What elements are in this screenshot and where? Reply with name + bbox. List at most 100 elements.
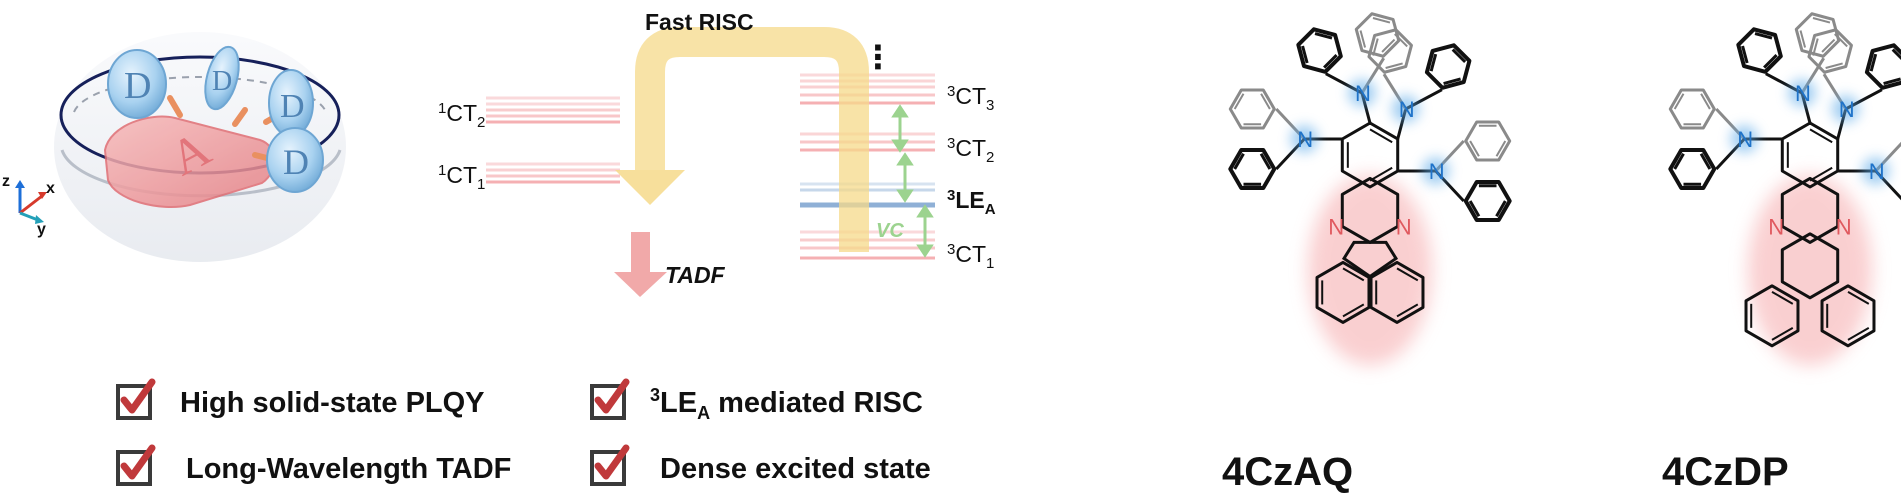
acceptor-nitrogen-label: N [1396, 214, 1412, 239]
carbazole-ring [1794, 12, 1841, 58]
phenanthrene-ring [1780, 232, 1840, 300]
double-bond [1834, 33, 1848, 48]
nitrogen-glow [1730, 125, 1759, 153]
double-bond [1847, 326, 1870, 341]
label-3ct2: 3CT2 [947, 135, 994, 166]
axis-x-label: x [46, 180, 55, 197]
carbazole-ring [1864, 43, 1901, 90]
molecule-name-4czaq: 4CzAQ [1222, 450, 1353, 494]
double-bond [1429, 53, 1438, 72]
check-item-tadf: Long-Wavelength TADF [186, 453, 511, 485]
checkbox-checked-icon [590, 378, 630, 420]
axis-y-label: y [37, 221, 46, 238]
carbazole-ring [1807, 28, 1853, 74]
double-bond [1314, 32, 1333, 40]
tadf-arrowhead [614, 272, 667, 297]
donor-nitrogen-label: N [1737, 127, 1753, 152]
donor-nitrogen-label: N [1795, 81, 1811, 106]
nitrogen-glow [1290, 125, 1319, 153]
five-membered-ring [1341, 240, 1399, 279]
donor-disc-icon: D [107, 49, 167, 119]
donor-disc-icon: D [204, 45, 240, 111]
double-bond [1673, 153, 1685, 170]
label-3ct1: 3CT1 [947, 241, 994, 272]
donor-label-2: D [212, 66, 232, 97]
double-bond [1812, 17, 1831, 24]
donor-nitrogen-label: N [1399, 97, 1415, 122]
nitrogen-glow [1391, 95, 1420, 123]
donor-disc-icon: D [268, 69, 314, 137]
naphthalene-ring [1315, 260, 1371, 324]
double-bond [1369, 128, 1393, 144]
acceptor-nitrogen-label: N [1328, 214, 1344, 239]
double-bond [1381, 38, 1396, 53]
double-bond [1468, 200, 1481, 217]
double-bond [1809, 128, 1833, 144]
carbazole-ring [1354, 12, 1401, 58]
carbazole-ring [1736, 27, 1783, 74]
axes-icon: z x y [2, 173, 55, 238]
nitrogen-glow [1421, 157, 1450, 185]
double-bond [1812, 38, 1819, 56]
check-item-dense: Dense excited state [660, 453, 931, 485]
donor-disc-icon: D [266, 127, 324, 193]
fast-risc-label: Fast RISC [645, 9, 754, 35]
nitrogen-glow [1348, 79, 1376, 107]
donor-nitrogen-label: N [1869, 159, 1885, 184]
label-3ct3: 3CT3 [947, 83, 994, 114]
double-bond [1396, 303, 1419, 318]
checkbox-checked-icon [590, 444, 630, 486]
double-bond [1673, 93, 1685, 110]
double-bond [1700, 93, 1711, 110]
donor-nitrogen-label: N [1429, 159, 1445, 184]
double-bond [1443, 77, 1461, 85]
donor-nitrogen-label: N [1355, 81, 1371, 106]
double-bond [1323, 54, 1338, 69]
check-item-plqy: High solid-state PLQY [180, 387, 485, 419]
acceptor-nitrogen-label: N [1836, 214, 1852, 239]
nitrogen-glow [1861, 157, 1890, 185]
dish-illustration: A D D D D [54, 32, 346, 262]
double-bond [1372, 17, 1391, 24]
fast-risc-arrowhead [615, 170, 685, 205]
tadf-arrow-shaft [631, 232, 650, 272]
nitrogen-glow [1831, 95, 1860, 123]
double-bond [1754, 32, 1773, 40]
double-bond [1699, 153, 1712, 170]
check-item-risc: 3LEA mediated RISC [650, 385, 923, 423]
double-bond [1771, 326, 1794, 341]
double-bond [1821, 38, 1836, 53]
carbazole-ring [1463, 179, 1512, 223]
label-1ct2: 1CT2 [438, 100, 485, 131]
phenanthrene-ring [1820, 284, 1876, 348]
double-bond [1799, 30, 1807, 48]
donor-label-1: D [124, 65, 151, 107]
level-stack-1ct2 [486, 96, 620, 124]
nitrogen-glow [1788, 79, 1816, 107]
double-bond [1369, 166, 1393, 182]
double-bond [1495, 140, 1507, 157]
double-bond [1301, 45, 1309, 64]
label-1ct1: 1CT1 [438, 162, 485, 193]
feature-checklist: High solid-state PLQY 3LEA mediated RISC… [116, 378, 931, 486]
donor-nitrogen-label: N [1297, 127, 1313, 152]
double-bond [1396, 267, 1419, 282]
double-bond [1451, 48, 1467, 64]
double-bond [1741, 45, 1749, 64]
vc-label: VC [876, 220, 904, 242]
mixing-arrows [891, 104, 934, 258]
axis-z-label: z [2, 173, 10, 190]
tadf-label: TADF [665, 262, 726, 288]
double-bond [1847, 290, 1870, 305]
double-bond [1260, 93, 1271, 110]
donor-label-3: D [280, 88, 305, 125]
carbazole-ring [1464, 120, 1512, 162]
carbazole-ring [1228, 147, 1277, 191]
double-bond [1883, 77, 1901, 85]
carbazole-ring [1367, 28, 1413, 74]
double-bond [1342, 267, 1365, 282]
double-bond [1809, 166, 1833, 182]
pyrazine-ring [1780, 176, 1840, 244]
